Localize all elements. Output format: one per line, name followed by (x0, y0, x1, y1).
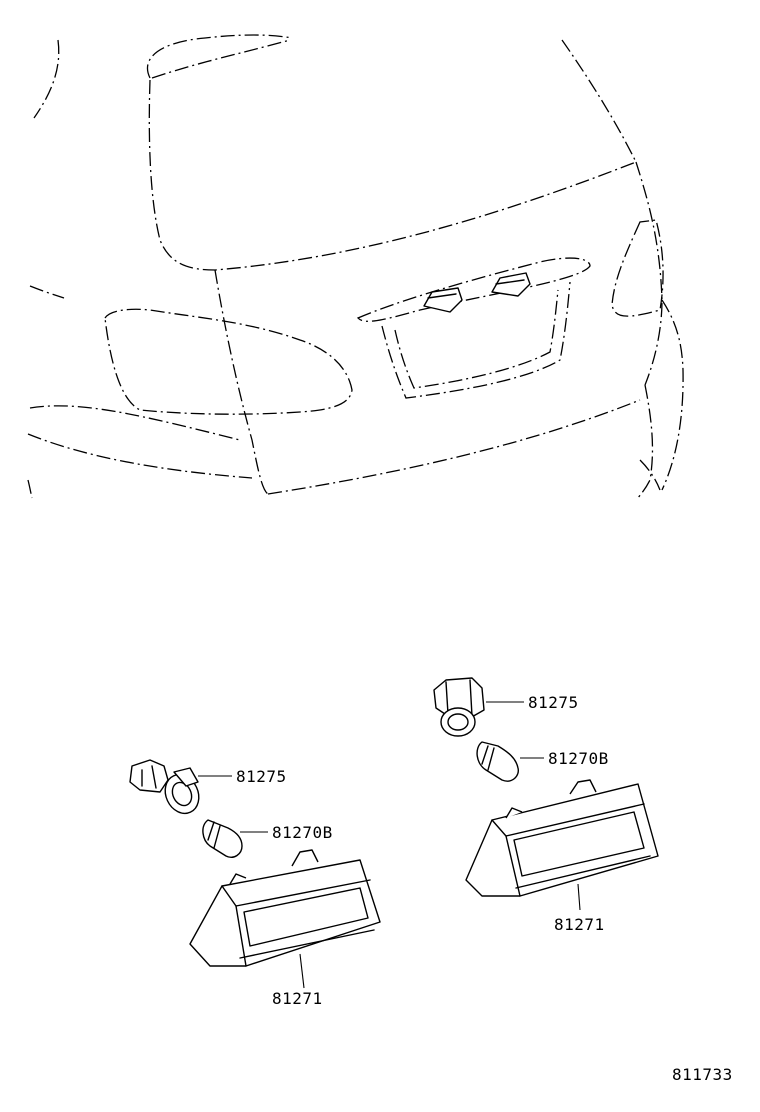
left-lens-part (189, 849, 381, 967)
leader-lines (198, 701, 581, 989)
callout-left-socket: 81275 (236, 767, 287, 786)
callout-right-bulb: 81270B (548, 749, 609, 768)
left-socket-part (129, 759, 200, 815)
callout-left-lens: 81271 (272, 989, 323, 1008)
license-lamp-on-vehicle (423, 272, 531, 313)
vehicle-rear-outline (27, 34, 684, 499)
left-bulb-part (202, 819, 243, 858)
callout-right-lens: 81271 (554, 915, 605, 934)
right-bulb-part (476, 741, 519, 782)
figure-code: 811733 (672, 1065, 733, 1084)
callout-right-socket: 81275 (528, 693, 579, 712)
callout-left-bulb: 81270B (272, 823, 333, 842)
right-lens-part (465, 779, 659, 897)
right-socket-part (433, 677, 485, 737)
